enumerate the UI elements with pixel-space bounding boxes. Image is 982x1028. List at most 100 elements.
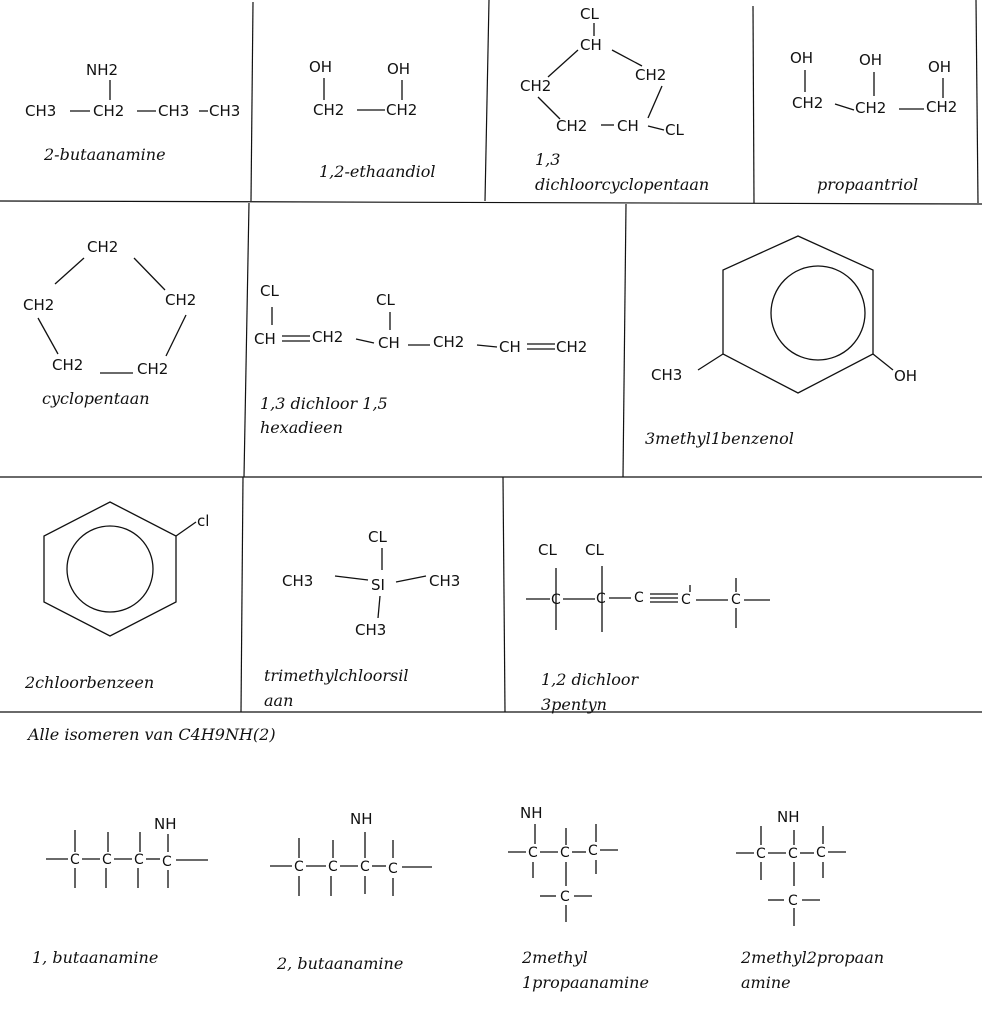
molecule-name: 2, butaanamine [276, 954, 403, 973]
atom: OH [387, 60, 410, 78]
vline-2b [622, 203, 627, 478]
atom: OH [309, 58, 332, 76]
bond [165, 314, 187, 357]
atom: CH3 [282, 572, 313, 590]
vline-1b [484, 0, 490, 202]
atom: C [388, 861, 398, 877]
molecule-name-line: 2methyl2propaan [740, 948, 884, 967]
vline-2a [243, 202, 250, 478]
atom: CH2 [137, 360, 168, 378]
atom: CH2 [386, 101, 417, 119]
atom: NH [154, 815, 177, 833]
molecule-methylbenzenol: CH3 OH 3methyl1benzenol [645, 235, 917, 448]
molecule-name: 1, butaanamine [32, 948, 158, 967]
atom: cl [197, 512, 209, 530]
atom: C [634, 590, 644, 606]
atom: CH2 [926, 98, 957, 116]
bond [133, 257, 166, 291]
atom: CH2 [23, 296, 54, 314]
bond [395, 575, 427, 583]
atom: CH3 [25, 102, 56, 120]
atom: NH [520, 804, 543, 822]
atom: CL [665, 121, 684, 139]
atom: CH2 [556, 117, 587, 135]
atom: CL [376, 291, 395, 309]
atom: CL [368, 528, 387, 546]
atom: OH [859, 51, 882, 69]
atom: CH2 [635, 66, 666, 84]
atom: C [756, 846, 766, 862]
aromatic-circle [770, 265, 866, 361]
molecule-name-line: 1propaanamine [522, 973, 649, 992]
atom: C [816, 845, 826, 861]
bond [611, 49, 643, 67]
atom: CL [260, 282, 279, 300]
atom: CH3 [158, 102, 189, 120]
atom: CH2 [52, 356, 83, 374]
atom: C [588, 843, 598, 859]
molecule-name: 1,2-ethaandiol [319, 162, 436, 181]
molecule-cyclopentaan: CH2 CH2 CH2 CH2 CH2 cyclopentaan [23, 238, 196, 408]
molecule-name: cyclopentaan [42, 389, 150, 408]
molecule-name-line: hexadieen [260, 418, 343, 437]
molecule-name-line: 2methyl [521, 948, 588, 967]
atom: C [596, 591, 606, 607]
atom: CH2 [433, 333, 464, 351]
atom: NH [777, 808, 800, 826]
molecule-ethaandiol: OH OH CH2 CH2 1,2-ethaandiol [309, 58, 436, 181]
atom: NH2 [86, 61, 118, 79]
molecule-dichloorhexadieen: CL CL CH CH2 CH CH2 CH CH2 1,3 dichloor … [254, 282, 587, 437]
atom: SI [371, 576, 385, 594]
atom: OH [928, 58, 951, 76]
bond [334, 575, 369, 581]
bond [547, 49, 579, 78]
bond [37, 317, 59, 355]
isomer-2-butaanamine: NH C C C C 2, butaanamine [270, 810, 432, 973]
atom: C [294, 859, 304, 875]
atom: C [551, 592, 561, 608]
vline-3a [240, 476, 244, 713]
aromatic-circle [66, 525, 154, 613]
atom: CH3 [651, 366, 682, 384]
molecule-name: 3methyl1benzenol [645, 429, 794, 448]
molecule-name: 2-butaanamine [43, 145, 166, 164]
atom: OH [894, 367, 917, 385]
grid-lines [0, 0, 982, 713]
molecule-name-line: aan [264, 691, 293, 710]
atom: C [731, 592, 741, 608]
bond [872, 353, 894, 371]
molecule-name-line: 3pentyn [541, 695, 607, 714]
atom: CH2 [556, 338, 587, 356]
isomer-1-butaanamine: NH C C C C 1, butaanamine [32, 815, 208, 967]
atom: CH2 [93, 102, 124, 120]
molecule-name-line: 1,3 dichloor 1,5 [260, 394, 388, 413]
isomer-2methyl-1propaanamine: NH C C C C 2methyl 1propaanamine [508, 804, 649, 992]
atom: C [328, 859, 338, 875]
atom: CL [580, 5, 599, 23]
bond [377, 595, 381, 619]
isomer-2methyl-2propaanamine: NH C C C C 2methyl2propaan amine [736, 808, 884, 992]
bond [537, 96, 561, 120]
molecule-trimethylchloorsilaan: CL CH3 SI CH3 CH3 trimethylchloorsil aan [264, 528, 460, 710]
molecule-name: 2chloorbenzeen [24, 673, 154, 692]
atom: CH2 [165, 291, 196, 309]
hline-1 [0, 200, 982, 205]
molecule-2-butaanamine: NH2 CH3 CH2 CH3 CH3 2-butaanamine [25, 61, 240, 164]
atom: CH [617, 117, 639, 135]
vline-3b [502, 476, 506, 713]
atom: C [134, 852, 144, 868]
atom: CH3 [429, 572, 460, 590]
atom: C [528, 845, 538, 861]
atom: CH2 [312, 328, 343, 346]
molecule-name-line: 1,3 [535, 150, 560, 169]
atom: CH3 [355, 621, 386, 639]
molecule-name-line: amine [741, 973, 791, 992]
atom: CL [538, 541, 557, 559]
bond [54, 257, 85, 285]
vline-1c [752, 5, 755, 204]
bond [834, 103, 855, 111]
bond [697, 353, 724, 371]
molecule-propaantriol: OH OH OH CH2 CH2 CH2 propaantriol [790, 49, 957, 194]
molecule-name: propaantriol [817, 175, 918, 194]
